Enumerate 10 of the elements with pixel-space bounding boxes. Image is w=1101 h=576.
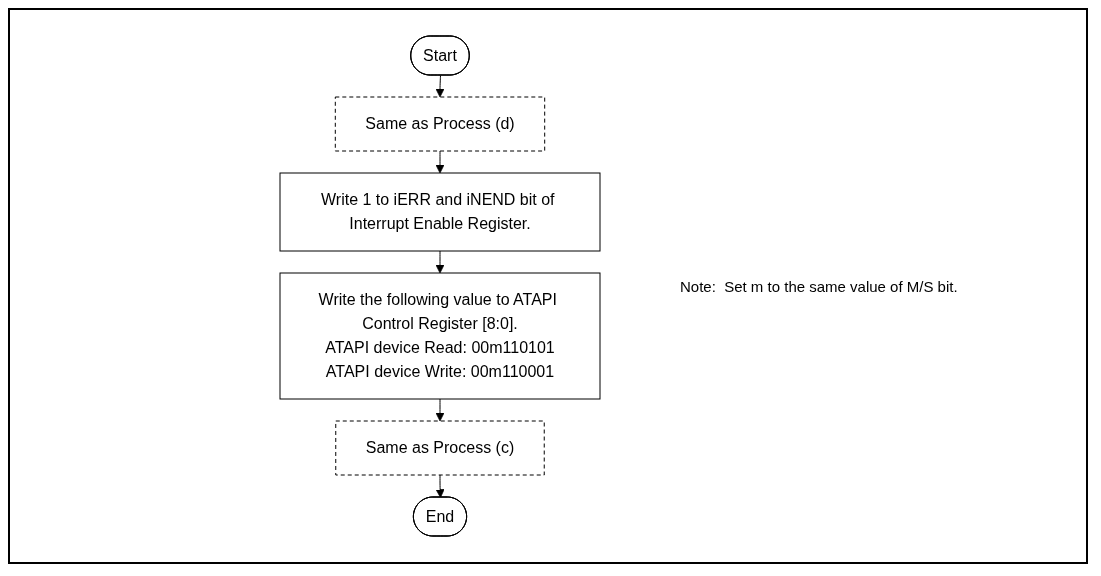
arrow: [435, 250, 445, 274]
arrow: [435, 474, 445, 498]
node-box: Write the following value to ATAPI Control Register [8:0]. ATAPI device Read: 00m110101 ATAPI device Write: 00m110001: [279, 272, 601, 400]
node-box: Write 1 to iERR and iNEND bit of Interrupt Enable Register.: [279, 172, 601, 252]
arrow: [435, 150, 445, 174]
arrow: [435, 398, 445, 422]
node-box: Same as Process (d): [334, 96, 546, 152]
node-box: Same as Process (c): [335, 420, 545, 476]
arrow: [435, 75, 445, 98]
note-text: Note: Set m to the same value of M/S bit.: [680, 277, 958, 295]
